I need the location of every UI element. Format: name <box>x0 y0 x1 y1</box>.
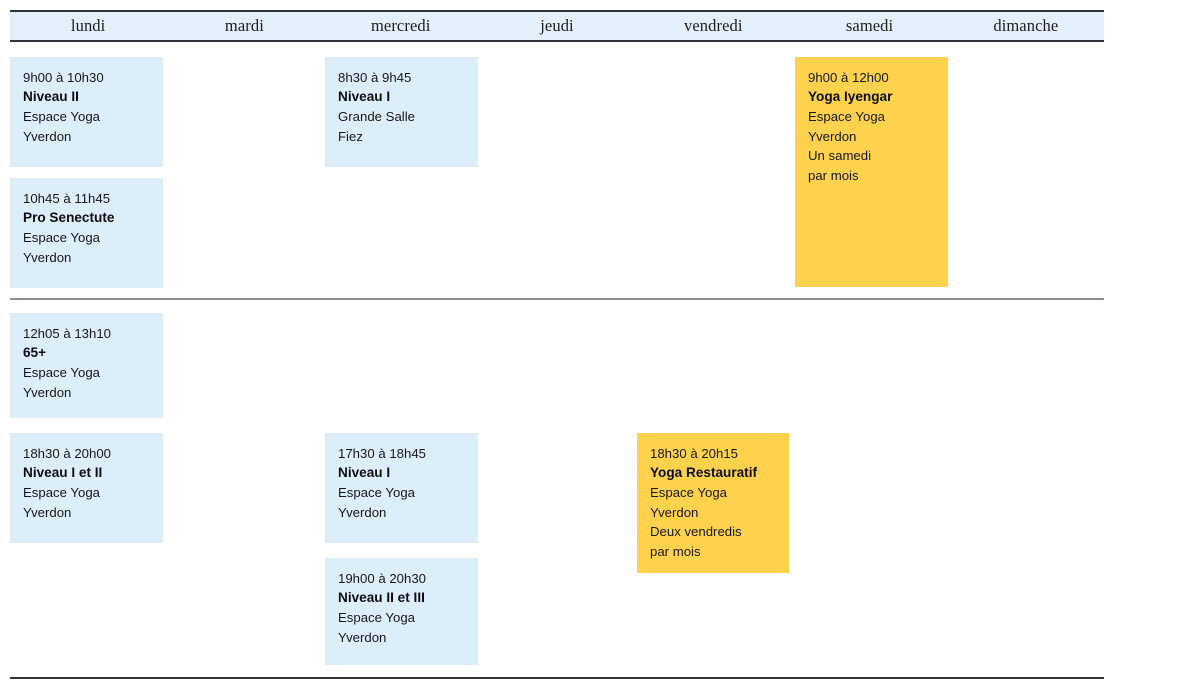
event-title: Niveau I et II <box>23 465 103 480</box>
weekday-label: dimanche <box>993 15 1059 35</box>
event-title: Yoga Restauratif <box>650 465 758 480</box>
event-time: 10h45 à 11h45 <box>23 191 111 206</box>
weekday-label: lundi <box>70 15 106 35</box>
weekday-label: vendredi <box>684 15 743 35</box>
weekday-label: samedi <box>845 15 894 35</box>
top-rule <box>10 10 1104 12</box>
event-detail-line: Yverdon <box>23 128 72 144</box>
weekday-header-jeudi: jeudi <box>479 12 635 40</box>
event-detail-line: Yverdon <box>650 504 699 520</box>
event-detail-line: par mois <box>808 167 859 183</box>
event-time: 18h30 à 20h00 <box>23 446 112 461</box>
weekday-header-vendredi: vendredi <box>635 12 791 40</box>
event-detail-line: Espace Yoga <box>23 485 100 500</box>
event-time: 8h30 à 9h45 <box>338 70 412 85</box>
event-time: 18h30 à 20h15 <box>650 446 739 461</box>
event-title: 65+ <box>23 345 47 360</box>
weekday-header-dimanche: dimanche <box>948 12 1104 40</box>
event-detail-line: Espace Yoga <box>650 485 727 500</box>
event-detail-line: Yverdon <box>808 128 857 144</box>
event-title: Niveau II <box>23 89 79 104</box>
event-detail-line: Fiez <box>338 128 363 144</box>
midday-divider-rule <box>10 298 1104 300</box>
event-detail-line: Espace Yoga <box>23 230 100 245</box>
weekday-label: jeudi <box>540 15 574 35</box>
event-time: 12h05 à 13h10 <box>23 326 112 341</box>
weekday-header-row: lundi mardi mercredi jeudi vendredi samedi dim… <box>10 12 1104 40</box>
event-detail-line: Un samedi <box>808 148 872 163</box>
event-time: 19h00 à 20h30 <box>338 571 427 586</box>
bottom-rule <box>10 677 1104 679</box>
event-title: Niveau I <box>338 89 391 104</box>
event-detail-line: Grande Salle <box>338 109 415 124</box>
weekday-label: mardi <box>224 15 264 35</box>
event-detail-line: Espace Yoga <box>808 109 885 124</box>
event-detail-line: Espace Yoga <box>338 485 415 500</box>
header-bottom-rule <box>10 40 1104 42</box>
event-detail-line: Yverdon <box>338 629 387 645</box>
weekday-label: mercredi <box>370 15 431 35</box>
event-title: Niveau I <box>338 465 391 480</box>
event-title: Yoga Iyengar <box>808 89 893 104</box>
weekday-header-samedi: samedi <box>791 12 947 40</box>
event-detail-line: Espace Yoga <box>23 109 100 124</box>
event-time: 9h00 à 12h00 <box>808 70 889 85</box>
event-detail-line: Yverdon <box>23 249 72 265</box>
event-detail-line: Yverdon <box>23 504 72 520</box>
event-title: Pro Senectute <box>23 210 115 225</box>
event-detail-line: Espace Yoga <box>23 365 100 380</box>
weekday-header-mercredi: mercredi <box>323 12 479 40</box>
event-detail-line: Espace Yoga <box>338 610 415 625</box>
event-detail-line: Yverdon <box>23 384 72 400</box>
event-detail-line: Deux vendredis <box>650 524 742 539</box>
event-detail-line: Yverdon <box>338 504 387 520</box>
event-title: Niveau II et III <box>338 590 425 605</box>
weekday-header-lundi: lundi <box>10 12 166 40</box>
event-time: 9h00 à 10h30 <box>23 70 104 85</box>
event-time: 17h30 à 18h45 <box>338 446 427 461</box>
weekday-header-mardi: mardi <box>166 12 322 40</box>
event-detail-line: par mois <box>650 543 701 559</box>
